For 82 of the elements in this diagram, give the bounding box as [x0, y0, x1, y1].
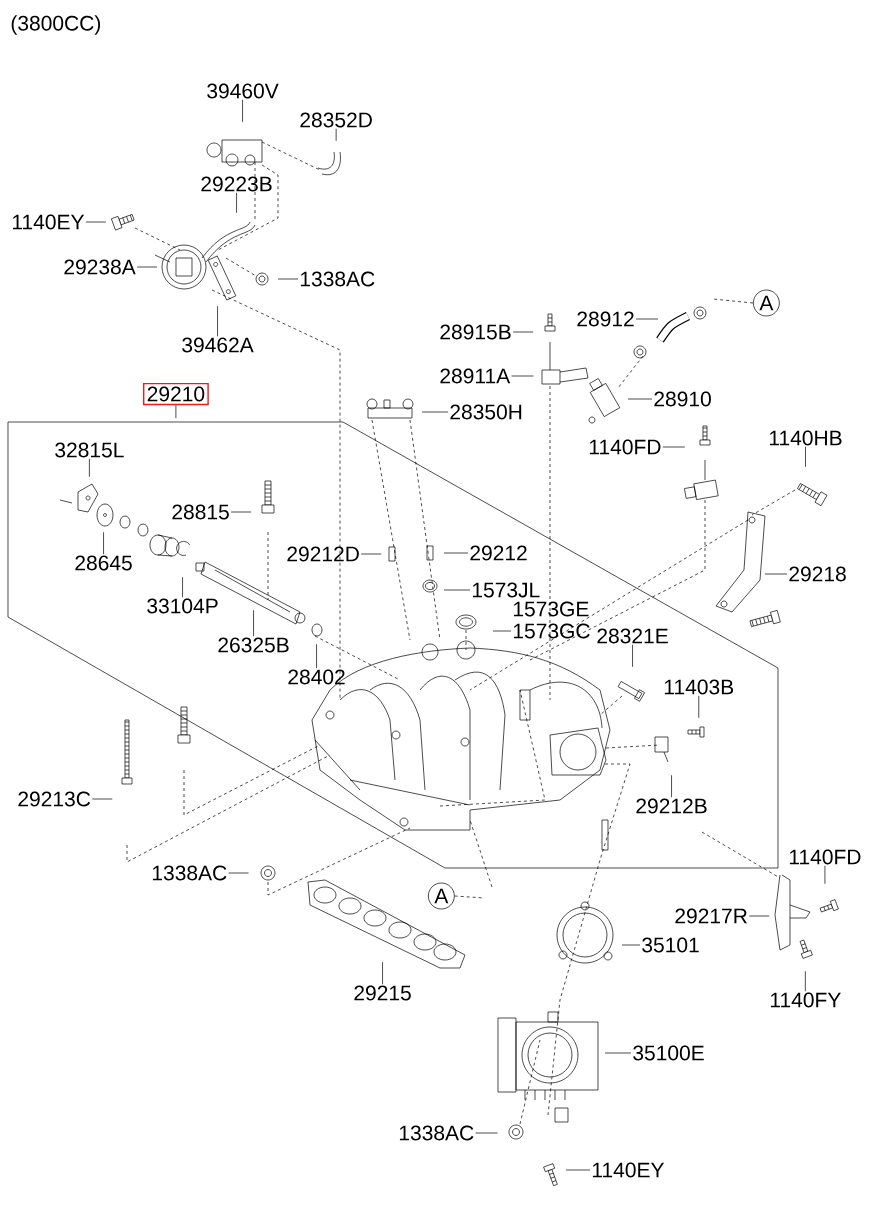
- leader-line: [421, 411, 449, 413]
- part-number: 28402: [288, 669, 345, 685]
- leader-line: [230, 511, 252, 513]
- title: (3800CC): [11, 15, 101, 35]
- part-number: 28645: [75, 555, 132, 571]
- leader-line: [228, 872, 249, 874]
- part-number: 39460V: [207, 83, 279, 99]
- leader-line: [805, 970, 806, 992]
- part-number: 28815: [172, 504, 229, 520]
- part-number: 1140FY: [770, 992, 841, 1008]
- part-number: 1140EY: [12, 214, 85, 230]
- part-number: 33104P: [147, 598, 218, 614]
- leader-line: [805, 446, 806, 468]
- part-number: 1338AC: [300, 271, 375, 287]
- part-number: 28350H: [450, 404, 522, 420]
- part-number: 35101: [642, 937, 699, 953]
- part-number: 29212D: [287, 546, 359, 562]
- part-number: 1573JL: [472, 582, 540, 598]
- leader-line: [712, 298, 754, 304]
- leader-line: [475, 1132, 498, 1134]
- leader-line: [454, 895, 486, 899]
- leader-line: [335, 128, 337, 142]
- leader-line: [175, 404, 177, 419]
- part-number: 32815L: [55, 442, 124, 458]
- leader-line: [103, 531, 104, 555]
- part-number: 26325B: [218, 637, 289, 653]
- part-number: 28915B: [440, 324, 511, 340]
- part-number: 29218: [789, 566, 846, 582]
- part-number: 28912: [577, 311, 634, 327]
- part-number: 35100E: [633, 1045, 704, 1061]
- leader-line: [671, 774, 672, 798]
- leader-line: [242, 99, 243, 123]
- part-number: 28910: [654, 391, 711, 407]
- part-number: 29212: [470, 545, 527, 561]
- leader-line: [182, 576, 183, 598]
- leader-line: [824, 865, 826, 885]
- leader-line: [748, 915, 770, 917]
- part-number: 1140HB: [769, 430, 842, 446]
- part-number: 1573GC: [513, 623, 590, 639]
- leader-line: [85, 221, 107, 223]
- leader-line: [511, 375, 534, 377]
- leader-line: [443, 589, 471, 591]
- leader-line: [89, 458, 90, 478]
- part-number: 28911A: [440, 368, 511, 384]
- part-number: 29223B: [201, 176, 272, 192]
- leader-line: [443, 552, 469, 554]
- leader-line: [91, 798, 113, 800]
- leader-line: [698, 695, 700, 719]
- leader-line: [621, 944, 641, 946]
- leader-line: [565, 1169, 591, 1171]
- leader-line: [382, 961, 383, 985]
- leader-line: [360, 553, 382, 555]
- leader-line: [512, 331, 534, 333]
- leader-line: [217, 305, 218, 337]
- part-number: 1338AC: [399, 1125, 474, 1141]
- leader-line: [236, 192, 237, 214]
- part-number: 29215: [354, 985, 411, 1001]
- leader-line: [136, 266, 158, 268]
- part-number: 1140FD: [589, 439, 661, 455]
- part-number: 28321E: [597, 628, 668, 644]
- part-number: 1338AC: [152, 865, 227, 881]
- leader-line: [632, 644, 633, 668]
- part-number: 1140FD: [789, 849, 861, 865]
- leader-line: [662, 446, 686, 448]
- leader-line: [635, 318, 659, 320]
- part-number: 11403B: [664, 679, 734, 695]
- leader-line: [277, 278, 299, 280]
- leader-line: [764, 573, 788, 575]
- part-number: 29217R: [675, 908, 747, 924]
- part-number: 1140EY: [592, 1162, 665, 1178]
- part-number: 28352D: [300, 112, 372, 128]
- leader-line: [316, 643, 317, 669]
- leader-line: [253, 609, 254, 637]
- part-number: 29213C: [18, 791, 91, 807]
- highlighted-part-number: 29210: [143, 382, 209, 406]
- part-number: 39462A: [182, 337, 254, 353]
- part-number: 29238A: [64, 259, 136, 275]
- part-number: 29212B: [636, 798, 707, 814]
- part-number: 1573GE: [513, 601, 589, 617]
- leader-line: [604, 1052, 632, 1054]
- leader-line: [627, 398, 653, 400]
- leader-line: [492, 630, 512, 632]
